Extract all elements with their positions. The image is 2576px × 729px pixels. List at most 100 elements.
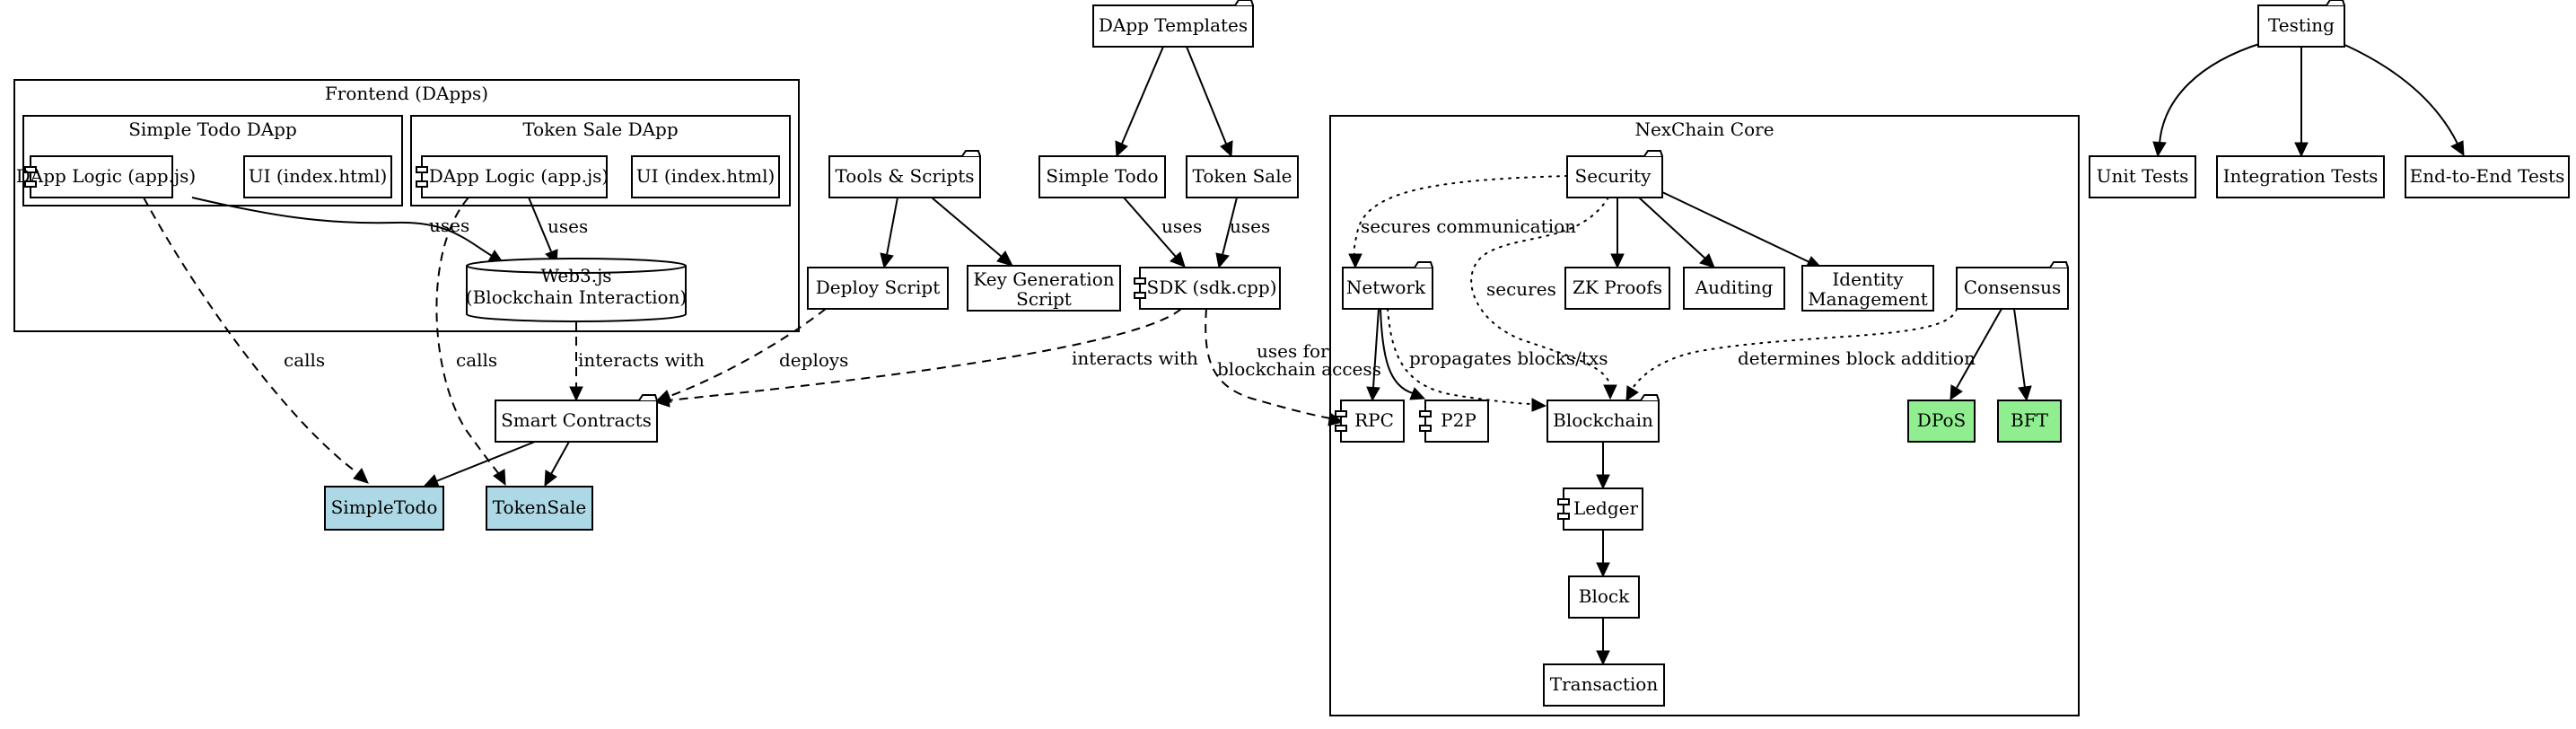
node-label-todo-ui: UI (index.html)	[249, 165, 388, 187]
edge-label-propagates: propagates blocks/txs	[1409, 347, 1608, 369]
node-block: Block	[1568, 575, 1640, 619]
node-label-web3-1: Web3.js	[540, 265, 611, 286]
node-blockchain: Blockchain	[1546, 394, 1660, 443]
node-label-unit-tests: Unit Tests	[2097, 165, 2189, 187]
node-simpletodo-contract: SimpleTodo	[324, 486, 444, 531]
node-auditing: Auditing	[1683, 267, 1785, 310]
node-tools-scripts: Tools & Scripts	[828, 150, 981, 198]
node-label-blockchain: Blockchain	[1553, 409, 1653, 431]
edge-todo-logic-web3	[191, 197, 493, 257]
node-label-sale-ui: UI (index.html)	[636, 165, 775, 187]
edge-label-deploys: deploys	[779, 349, 848, 371]
edge-consensus-bft	[2013, 308, 2026, 389]
node-e2e-tests: End-to-End Tests	[2405, 155, 2570, 198]
node-todo-ui: UI (index.html)	[243, 155, 392, 198]
edges: uses uses uses uses calls calls interact…	[143, 42, 2465, 666]
edge-network-rpc	[1372, 308, 1380, 389]
arrowhead	[1366, 386, 1380, 402]
arrowhead	[1215, 252, 1230, 269]
node-label-smart-contracts: Smart Contracts	[501, 409, 652, 431]
cluster-frontend: Frontend (DApps)	[13, 79, 800, 332]
arrowhead	[544, 470, 557, 487]
node-label-keygen-2: Script	[1016, 288, 1072, 310]
node-web3: Web3.js (Blockchain Interaction)	[466, 258, 687, 322]
node-label-testing: Testing	[2268, 14, 2335, 36]
node-testing: Testing	[2257, 0, 2345, 48]
node-tokensale-contract: TokenSale	[486, 486, 593, 531]
node-simple-todo: Simple Todo	[1038, 155, 1166, 198]
node-label-security: Security	[1575, 165, 1652, 187]
node-unit-tests: Unit Tests	[2089, 155, 2196, 198]
edge-label-calls-sale: calls	[456, 349, 497, 371]
edge-tools-keygen	[931, 197, 1003, 258]
node-ledger: Ledger	[1557, 487, 1643, 531]
arrowhead	[2152, 141, 2167, 158]
arrowhead	[1950, 384, 1963, 400]
cluster-label-nexchain-core: NexChain Core	[1634, 119, 1774, 140]
node-security: Security	[1566, 150, 1663, 198]
edge-sale-logic-web3	[528, 197, 552, 252]
node-label-keygen-1: Key Generation	[973, 268, 1114, 290]
node-consensus: Consensus	[1956, 261, 2069, 310]
edge-label-uses-sale-web3: uses	[548, 215, 588, 237]
edge-label-uses-for-2: blockchain access	[1217, 358, 1381, 380]
node-label-tokensale-contract: TokenSale	[493, 496, 587, 518]
arrowhead	[353, 468, 369, 484]
arrowhead	[1220, 140, 1233, 158]
node-label-dapp-templates: DApp Templates	[1099, 14, 1248, 36]
node-label-identity-2: Management	[1808, 288, 1928, 310]
edge-network-p2p	[1380, 308, 1414, 394]
edge-label-determines: determines block addition	[1738, 347, 1976, 369]
node-dpos: DPoS	[1907, 400, 1976, 443]
node-token-sale: Token Sale	[1186, 155, 1299, 198]
edge-label-interacts-sdk: interacts with	[1072, 347, 1198, 369]
node-deploy-script: Deploy Script	[807, 267, 949, 310]
node-zk-proofs: ZK Proofs	[1564, 267, 1670, 310]
edge-testing-unit	[2159, 42, 2263, 145]
arrowhead	[1596, 474, 1610, 490]
arrowhead	[2018, 385, 2032, 402]
edge-consensus-dpos	[1956, 308, 2002, 389]
edge-todo-logic-simpletodo	[143, 197, 360, 475]
node-label-todo-logic: DApp Logic (app.js)	[16, 165, 196, 187]
node-sdk: SDK (sdk.cpp)	[1134, 267, 1281, 310]
node-label-simpletodo-contract: SimpleTodo	[331, 496, 438, 518]
node-label-simple-todo: Simple Todo	[1046, 165, 1158, 187]
node-dapp-templates: DApp Templates	[1092, 0, 1254, 48]
node-label-sale-logic: DApp Logic (app.js)	[429, 165, 609, 187]
node-label-integration-tests: Integration Tests	[2223, 165, 2379, 187]
edge-templates-simple-todo	[1121, 46, 1164, 145]
edge-sdk-rpc	[1205, 308, 1331, 419]
arrowhead	[1699, 253, 1715, 268]
arrowhead	[1531, 398, 1547, 412]
node-label-sdk: SDK (sdk.cpp)	[1147, 277, 1277, 298]
edge-network-blockchain	[1387, 308, 1534, 405]
node-transaction: Transaction	[1543, 663, 1665, 707]
arrowhead	[1610, 253, 1625, 269]
edge-tools-deploy	[886, 197, 898, 256]
cluster-simple-todo-dapp: Simple Todo DApp	[22, 115, 403, 206]
node-network: Network	[1342, 261, 1433, 310]
node-rpc: RPC	[1335, 400, 1405, 443]
arrowhead	[1170, 251, 1186, 268]
edge-testing-e2e	[2340, 42, 2458, 145]
node-sale-ui: UI (index.html)	[631, 155, 780, 198]
arrowhead	[1409, 387, 1426, 400]
edge-label-uses-todo-web3: uses	[429, 215, 469, 236]
node-keygen-script: Key Generation Script	[967, 265, 1121, 312]
edge-sale-logic-tokensale	[435, 197, 500, 475]
cluster-label-frontend: Frontend (DApps)	[325, 83, 488, 104]
edge-label-secures: secures	[1486, 278, 1556, 300]
node-identity-management: Identity Management	[1801, 265, 1934, 312]
node-label-block: Block	[1579, 585, 1630, 607]
edge-label-uses-todo: uses	[1161, 215, 1202, 237]
edge-contracts-tokensale	[550, 441, 570, 475]
node-label-web3-2: (Blockchain Interaction)	[466, 286, 687, 308]
node-bft: BFT	[1997, 400, 2062, 443]
node-label-consensus: Consensus	[1964, 277, 2062, 298]
node-label-tools-scripts: Tools & Scripts	[835, 165, 974, 187]
node-todo-logic: DApp Logic (app.js)	[16, 155, 196, 198]
node-label-auditing: Auditing	[1695, 277, 1774, 298]
cluster-token-sale-dapp: Token Sale DApp	[410, 115, 791, 206]
